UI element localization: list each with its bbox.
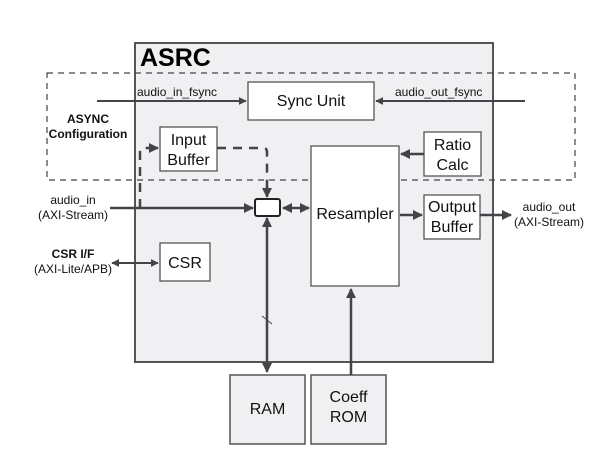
audio-in-fsync-label: audio_in_fsync [137, 85, 217, 99]
audio-in-label-line1: audio_in [50, 193, 95, 207]
asrc-title: ASRC [140, 44, 211, 72]
output-buffer-block [423, 194, 481, 240]
ratio-calc-block [423, 131, 482, 177]
async-configuration-region [46, 72, 576, 181]
audio-in-label-line2: (AXI-Stream) [38, 208, 108, 222]
audio-out-label-line1: audio_out [523, 200, 576, 214]
resampler-block [310, 145, 400, 287]
async-config-label-line2: Configuration [49, 127, 128, 141]
dashed-path-from-input-buffer [217, 146, 269, 188]
output-buffer-label-line1: Output [428, 199, 477, 216]
ratio-calc-label-line1: Ratio [434, 137, 471, 154]
audio-out-fsync-label: audio_out_fsync [395, 85, 482, 99]
sync-unit-block [247, 81, 375, 121]
input-buffer-block [159, 126, 218, 172]
ram-label: RAM [250, 401, 286, 418]
csr-label: CSR [168, 255, 202, 272]
csr-if-label-line1: CSR I/F [52, 247, 95, 261]
coeff-rom-block [310, 374, 387, 445]
input-buffer-label-line1: Input [171, 132, 207, 149]
audio-out-label-line2: (AXI-Stream) [514, 215, 584, 229]
async-config-label-line1: ASYNC [67, 112, 109, 126]
ram-block [229, 374, 306, 445]
csr-if-label-line2: (AXI-Lite/APB) [34, 262, 112, 276]
resampler-label: Resampler [316, 206, 394, 223]
dashed-path-to-input-buffer [138, 146, 150, 208]
coeff-rom-label-line2: ROM [330, 409, 367, 426]
coeff-rom-label-line1: Coeff [330, 389, 369, 406]
ratio-calc-label-line2: Calc [436, 157, 468, 174]
csr-block [159, 242, 211, 282]
mux-block [254, 198, 281, 217]
sync-unit-label: Sync Unit [277, 93, 346, 110]
output-buffer-label-line2: Buffer [431, 219, 474, 236]
bus-slash-marker [261, 315, 273, 325]
input-buffer-label-line2: Buffer [167, 152, 210, 169]
